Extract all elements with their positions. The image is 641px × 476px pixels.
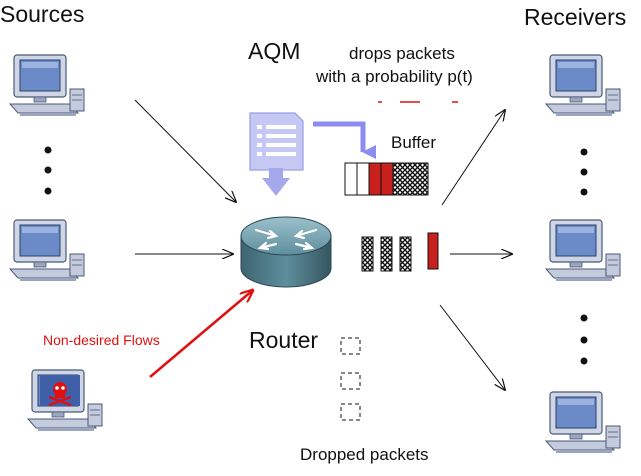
buffer-label: Buffer bbox=[391, 133, 437, 152]
receiver-computer-icon bbox=[545, 54, 621, 117]
drops-label-line1: drops packets bbox=[349, 44, 455, 63]
non-desired-flows-label: Non-desired Flows bbox=[43, 332, 160, 348]
receiver-ellipsis-upper bbox=[580, 148, 588, 196]
output-arrow bbox=[441, 110, 505, 206]
aqm-control-arrow bbox=[313, 121, 376, 159]
aqm-label: AQM bbox=[248, 38, 301, 64]
receiver-computer-icon bbox=[545, 391, 621, 454]
receiver-computer-icon bbox=[545, 219, 621, 282]
sources-label: Sources bbox=[0, 1, 85, 27]
source-computer-icon bbox=[9, 54, 85, 117]
receivers-label: Receivers bbox=[524, 4, 627, 30]
source-ellipsis bbox=[44, 146, 52, 195]
router-label: Router bbox=[249, 327, 319, 353]
output-arrow bbox=[439, 304, 505, 390]
buffer-queue bbox=[344, 162, 429, 196]
document-list-icon bbox=[249, 112, 304, 196]
drops-label-line2: with a probability p(t) bbox=[316, 67, 473, 86]
receiver-ellipsis-lower bbox=[580, 314, 588, 365]
skull-crossbones-icon bbox=[27, 369, 103, 432]
non-desired-flow-arrow bbox=[149, 290, 253, 378]
flow-arrow bbox=[134, 99, 236, 202]
source-computer-icon bbox=[9, 219, 85, 282]
output-packets bbox=[361, 232, 439, 272]
router-icon bbox=[240, 216, 332, 288]
dropped-packets bbox=[340, 337, 361, 421]
dropped-packets-label: Dropped packets bbox=[300, 445, 429, 464]
